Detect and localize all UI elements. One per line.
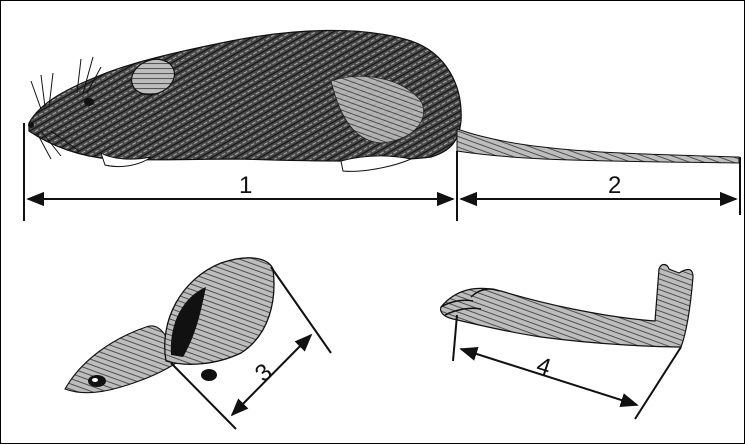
measurement-1-label: 1 — [239, 172, 252, 199]
rat-body — [28, 30, 739, 171]
rat-head-ear — [65, 258, 274, 393]
rat-hind-foot — [441, 265, 693, 348]
measurement-2: 2 — [461, 157, 740, 215]
measurement-2-label: 2 — [608, 172, 621, 199]
